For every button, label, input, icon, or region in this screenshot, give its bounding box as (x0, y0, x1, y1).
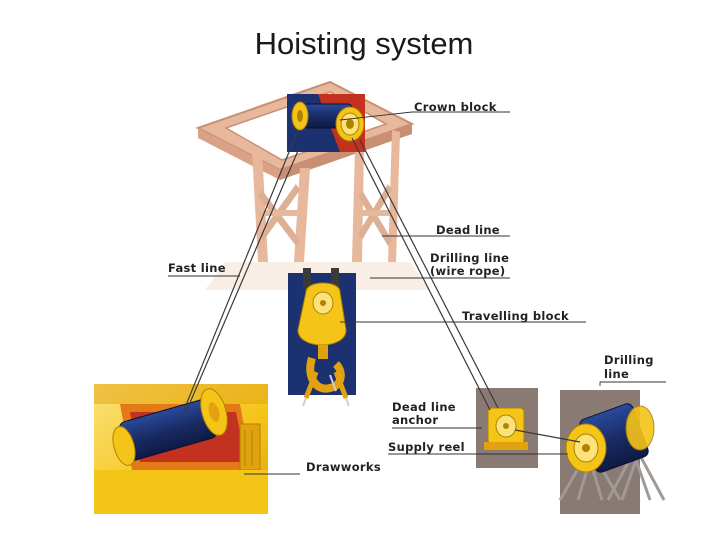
label-dead-line-anchor: Dead line (392, 400, 456, 414)
supply-reel (558, 390, 666, 514)
label-supply-reel: Supply reel (388, 440, 465, 454)
dead-line-anchor (476, 388, 538, 468)
label-drilling-line: Drilling line (430, 251, 509, 265)
travelling-block (288, 268, 356, 407)
label-dead-line-anchor-2: anchor (392, 413, 438, 427)
crown-block (287, 94, 365, 152)
label-drawworks: Drawworks (306, 460, 381, 474)
label-fast-line: Fast line (168, 261, 226, 275)
wire-rope (183, 129, 581, 443)
label-drilling-line-reel-2: line (604, 367, 629, 381)
label-dead-line: Dead line (436, 223, 500, 237)
label-travelling-block: Travelling block (462, 309, 569, 323)
label-drilling-line-reel: Drilling (604, 353, 654, 367)
label-crown-block: Crown block (414, 100, 497, 114)
label-drilling-line-wire-rope: (wire rope) (430, 264, 505, 278)
label-leaders (168, 111, 666, 475)
page-title: Hoisting system (254, 26, 474, 61)
drawworks (94, 384, 268, 514)
